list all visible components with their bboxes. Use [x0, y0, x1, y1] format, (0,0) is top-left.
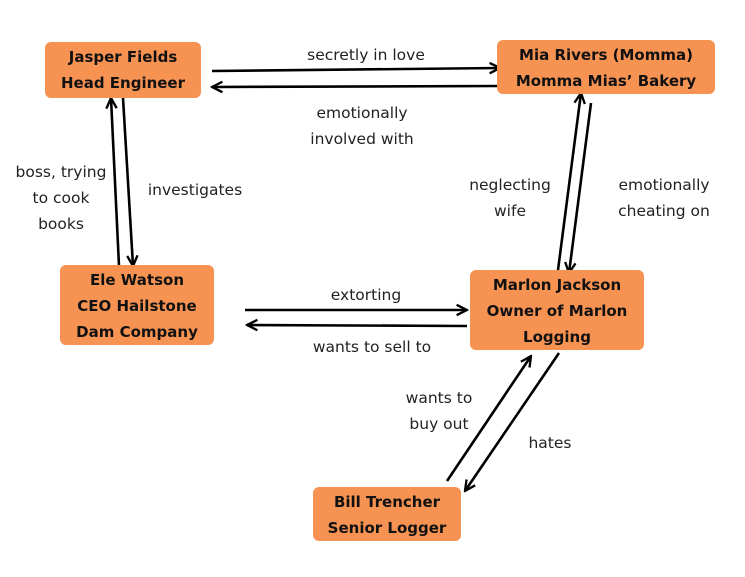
label-mia-to-jasper: emotionally involved with [282, 100, 442, 152]
node-ele-role: CEO Hailstone [77, 297, 197, 315]
node-ele-company: Dam Company [76, 323, 198, 341]
label-marlon-to-mia: neglecting wife [452, 172, 568, 224]
arrow-jasper-to-ele [121, 97, 133, 266]
label-marlon-to-bill: hates [515, 430, 585, 456]
label-jasper-to-ele: investigates [138, 177, 252, 203]
node-jasper-name: Jasper Fields [68, 48, 178, 66]
label-investigates: investigates [147, 181, 243, 199]
label-marlon-to-ele: wants to sell to [292, 334, 452, 360]
label-ele-to-marlon: extorting [306, 282, 426, 308]
arrow-bill-to-marlon [445, 356, 531, 482]
arrow-mia-to-marlon [569, 102, 593, 273]
label-cheating-on-line: cheating on [618, 202, 710, 220]
node-jasper-fields[interactable]: Jasper Fields Head Engineer [45, 42, 201, 98]
node-mia-role: Momma Mias’ Bakery [515, 72, 697, 90]
label-secretly-in-love: secretly in love [307, 46, 425, 64]
arrow-mia-to-jasper [212, 86, 499, 87]
label-extorting: extorting [330, 286, 402, 304]
arrow-marlon-to-mia [556, 93, 581, 271]
label-emotionally-cheating-line1: emotionally [618, 176, 710, 194]
node-marlon-role: Owner of Marlon [486, 302, 628, 320]
label-jasper-to-mia: secretly in love [286, 42, 446, 68]
arrow-ele-to-jasper [111, 98, 121, 267]
node-mia-rivers[interactable]: Mia Rivers (Momma) Momma Mias’ Bakery [497, 40, 715, 94]
node-jasper-role: Head Engineer [60, 74, 186, 92]
node-ele-name: Ele Watson [90, 271, 184, 289]
arrow-marlon-to-bill [465, 352, 561, 491]
label-mia-to-marlon: emotionally cheating on [603, 172, 725, 224]
node-marlon-jackson[interactable]: Marlon Jackson Owner of Marlon Logging [470, 270, 644, 350]
label-wife-line: wife [494, 202, 526, 220]
label-neglecting-line: neglecting [469, 176, 551, 194]
node-bill-trencher[interactable]: Bill Trencher Senior Logger [313, 487, 461, 541]
arrow-jasper-to-mia [211, 68, 500, 71]
label-ele-to-jasper: boss, trying to cook books [2, 159, 120, 237]
label-boss-trying-line: boss, trying [15, 163, 107, 181]
label-bill-to-marlon: wants to buy out [389, 385, 489, 437]
node-mia-name: Mia Rivers (Momma) [519, 46, 693, 64]
arrow-marlon-to-ele [247, 325, 468, 326]
label-buy-out-line: buy out [409, 415, 469, 433]
label-emotionally-line: emotionally [316, 104, 408, 122]
label-to-cook-line: to cook [32, 189, 90, 207]
node-bill-role: Senior Logger [327, 519, 447, 537]
node-bill-name: Bill Trencher [333, 493, 441, 511]
node-ele-watson[interactable]: Ele Watson CEO Hailstone Dam Company [60, 265, 214, 345]
label-wants-to-sell-to: wants to sell to [312, 338, 432, 356]
label-books-line: books [38, 215, 84, 233]
node-marlon-name: Marlon Jackson [492, 276, 622, 294]
label-wants-to-line: wants to [405, 389, 473, 407]
node-marlon-company: Logging [523, 328, 591, 346]
label-hates: hates [528, 434, 572, 452]
label-involved-with-line: involved with [310, 130, 414, 148]
